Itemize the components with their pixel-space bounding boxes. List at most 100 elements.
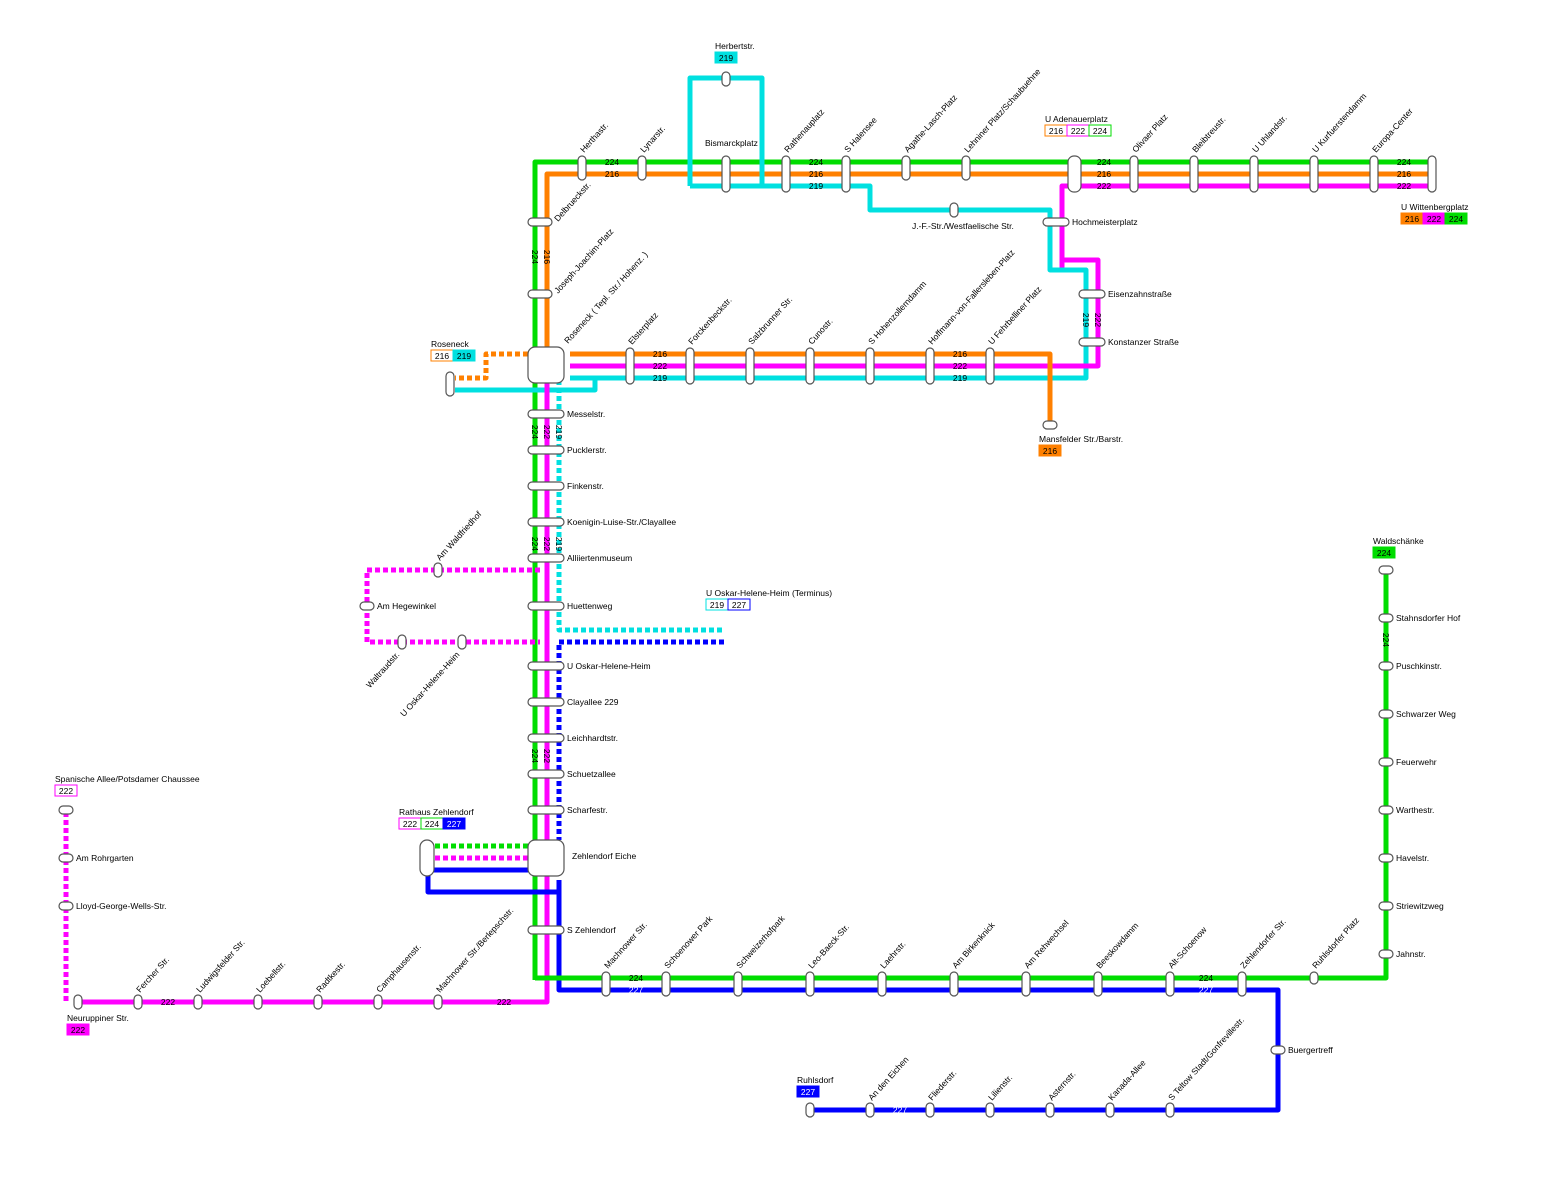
station-stop-clayallee[interactable] — [527, 517, 565, 527]
station-stop[interactable] — [949, 971, 959, 997]
station-stop[interactable] — [397, 634, 407, 650]
station-stop-top[interactable] — [901, 155, 911, 181]
station-stop-top[interactable] — [1129, 155, 1139, 193]
station-stop-mid[interactable] — [685, 347, 695, 385]
station-stop[interactable] — [1378, 901, 1394, 911]
station-stop[interactable] — [193, 994, 203, 1010]
station-stop-clayallee[interactable] — [527, 805, 565, 815]
station-stop-top[interactable] — [1249, 155, 1259, 193]
station-stop[interactable] — [1093, 971, 1103, 997]
station-stop[interactable] — [1378, 853, 1394, 863]
line-badge-222[interactable] — [54, 784, 78, 797]
station-stop-mid[interactable] — [925, 347, 935, 385]
station-stop[interactable] — [433, 562, 443, 578]
station-stop-clayallee[interactable] — [527, 445, 565, 455]
station-stop[interactable] — [373, 994, 383, 1010]
station-stop[interactable] — [877, 971, 887, 997]
station-stop-clayallee[interactable] — [527, 733, 565, 743]
station-stop[interactable] — [313, 994, 323, 1010]
station-stop-s-zehlendorf[interactable] — [527, 925, 565, 935]
station-stop[interactable] — [1165, 971, 1175, 997]
station-stop[interactable] — [925, 1102, 935, 1118]
station-stop[interactable] — [1378, 757, 1394, 767]
station-stop[interactable] — [1309, 971, 1319, 985]
station-stop[interactable] — [601, 971, 611, 997]
line-badge-224[interactable] — [1444, 212, 1468, 225]
station-stop-top[interactable] — [841, 155, 851, 193]
station-stop-top[interactable] — [1309, 155, 1319, 193]
station-stop[interactable] — [58, 853, 74, 863]
station-stop[interactable] — [1378, 613, 1394, 623]
line-badge-227[interactable] — [727, 598, 751, 611]
station-stop-spanische[interactable] — [58, 805, 74, 815]
line-badge-222[interactable] — [66, 1023, 90, 1036]
station-stop[interactable] — [433, 994, 443, 1010]
station-stop[interactable] — [1165, 1102, 1175, 1118]
station-stop-top[interactable] — [1369, 155, 1379, 193]
station-stop[interactable] — [253, 994, 263, 1010]
station-stop[interactable] — [359, 601, 375, 611]
station-stop-clayallee[interactable] — [527, 769, 565, 779]
hub-zehlendorf-eiche[interactable] — [527, 839, 565, 877]
station-stop-waldschaenke[interactable] — [1378, 565, 1394, 575]
station-stop[interactable] — [58, 901, 74, 911]
line-badge-227[interactable] — [796, 1085, 820, 1098]
station-stop[interactable] — [865, 1102, 875, 1118]
station-stop-top[interactable] — [721, 155, 731, 193]
hub-roseneck[interactable] — [527, 346, 565, 384]
station-stop-joseph-joachim[interactable] — [527, 289, 553, 299]
station-stop-europa-end[interactable] — [1427, 155, 1437, 193]
line-badge-219[interactable] — [452, 349, 476, 362]
station-stop-delbrueck[interactable] — [527, 217, 553, 227]
station-stop[interactable] — [1045, 1102, 1055, 1118]
station-stop-clayallee[interactable] — [527, 601, 565, 611]
station-stop-konstanzer[interactable] — [1078, 337, 1106, 347]
station-stop-mid[interactable] — [805, 347, 815, 385]
station-stop[interactable] — [1105, 1102, 1115, 1118]
station-stop-neuruppiner[interactable] — [73, 994, 83, 1010]
station-stop-top[interactable] — [577, 155, 587, 181]
station-stop-top[interactable] — [961, 155, 971, 181]
line-badge-216[interactable] — [1038, 444, 1062, 457]
line-badge-number: 224 — [425, 819, 439, 829]
station-stop[interactable] — [133, 994, 143, 1010]
station-stop[interactable] — [1021, 971, 1031, 997]
station-stop[interactable] — [1378, 661, 1394, 671]
station-stop-mid[interactable] — [625, 347, 635, 385]
line-badge-224[interactable] — [1372, 546, 1396, 559]
station-stop[interactable] — [1237, 971, 1247, 997]
station-stop[interactable] — [1378, 949, 1394, 959]
station-stop-top[interactable] — [637, 155, 647, 181]
station-stop-clayallee[interactable] — [527, 661, 565, 671]
station-stop-hochmeisterplatz[interactable] — [1042, 217, 1070, 227]
station-stop-mid[interactable] — [865, 347, 875, 385]
station-stop-mid[interactable] — [745, 347, 755, 385]
station-stop[interactable] — [457, 634, 467, 650]
station-stop-mid[interactable] — [985, 347, 995, 385]
station-stop-ruhlsdorf[interactable] — [805, 1102, 815, 1118]
line-number-label: 222 — [542, 749, 552, 763]
station-stop-roseneck-terminal[interactable] — [445, 371, 455, 397]
station-stop[interactable] — [1270, 1045, 1286, 1055]
station-stop[interactable] — [661, 971, 671, 997]
station-stop[interactable] — [805, 971, 815, 997]
station-stop-top[interactable] — [1189, 155, 1199, 193]
line-badge-219[interactable] — [714, 51, 738, 64]
station-stop[interactable] — [1378, 709, 1394, 719]
station-stop[interactable] — [1378, 805, 1394, 815]
line-badge-227[interactable] — [442, 817, 466, 830]
station-stop[interactable] — [733, 971, 743, 997]
hub-u-adenauerplatz[interactable] — [1067, 155, 1082, 193]
station-stop-clayallee[interactable] — [527, 553, 565, 563]
station-stop-eisenzahn[interactable] — [1078, 289, 1106, 299]
station-stop[interactable] — [985, 1102, 995, 1118]
station-stop-clayallee[interactable] — [527, 697, 565, 707]
hub-rathaus-zehlendorf[interactable] — [419, 839, 435, 877]
station-stop-clayallee[interactable] — [527, 409, 565, 419]
station-stop-herbertstr[interactable] — [721, 71, 731, 87]
station-stop-mansfelder[interactable] — [1042, 420, 1058, 430]
line-badge-224[interactable] — [1088, 124, 1112, 137]
station-stop-clayallee[interactable] — [527, 481, 565, 491]
station-stop-jf-str[interactable] — [949, 202, 959, 218]
station-stop-top[interactable] — [781, 155, 791, 193]
